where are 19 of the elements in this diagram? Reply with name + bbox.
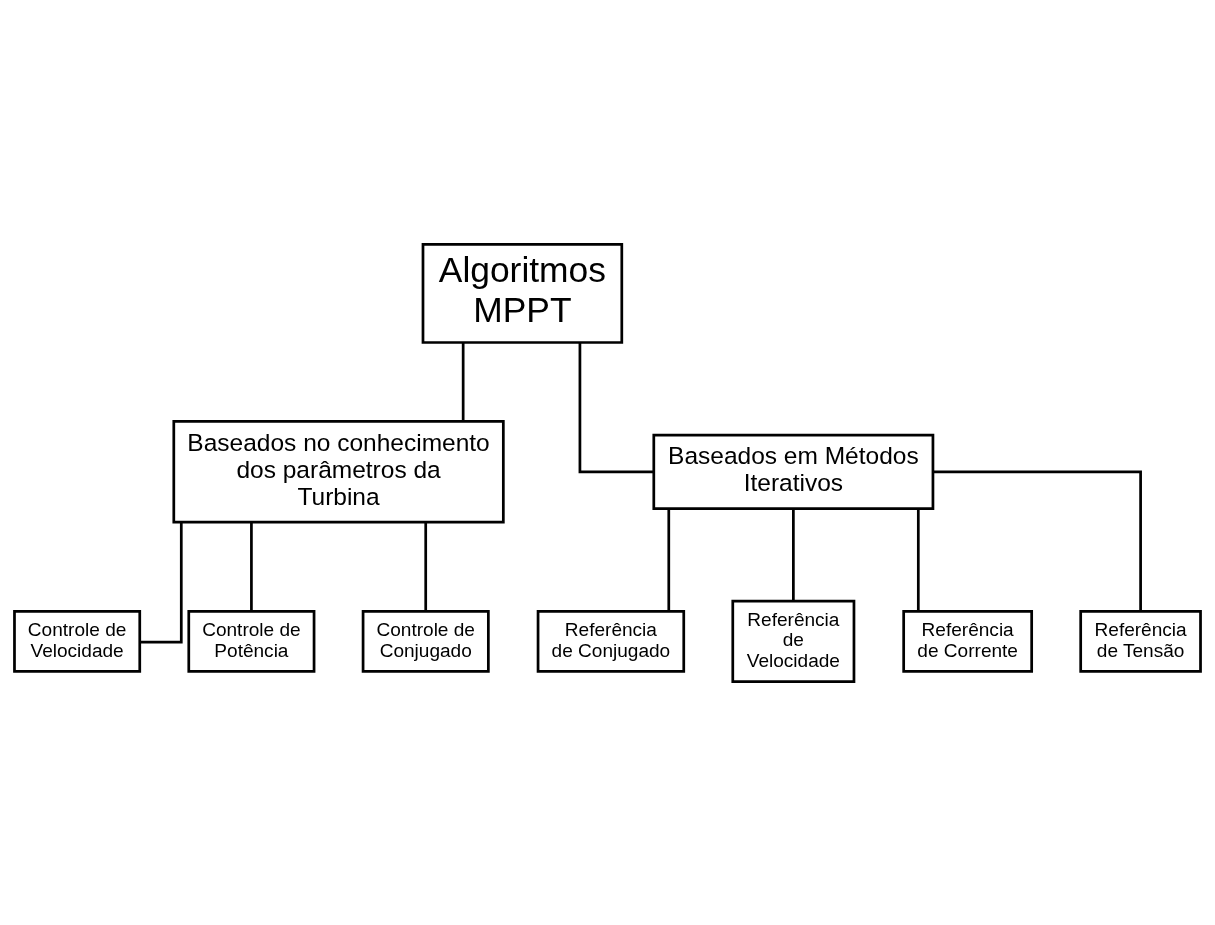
connector [792,508,795,601]
node-box: Algoritmos MPPT [421,242,624,344]
node-box: Referência de Conjugado [536,609,686,673]
connector [461,342,465,421]
connector [424,521,428,611]
node-box: Controle de Conjugado [361,609,490,673]
node-box: Baseados no conhecimento dos parâmetros da Turbina [172,419,505,524]
node-box: Baseados em Métodos Iterativos [652,433,935,510]
connector [140,521,183,643]
connector [916,508,920,611]
node-box: Referência de Tensão [1079,609,1202,673]
node-box: Controle de Potência [187,609,316,673]
connector [250,521,253,611]
node-box: Referência de Corrente [902,609,1034,673]
connector [578,342,654,473]
connector [667,508,671,611]
node-box: Referência de Velocidade [731,599,856,683]
connector [933,470,1142,611]
node-box: Controle de Velocidade [13,609,142,673]
